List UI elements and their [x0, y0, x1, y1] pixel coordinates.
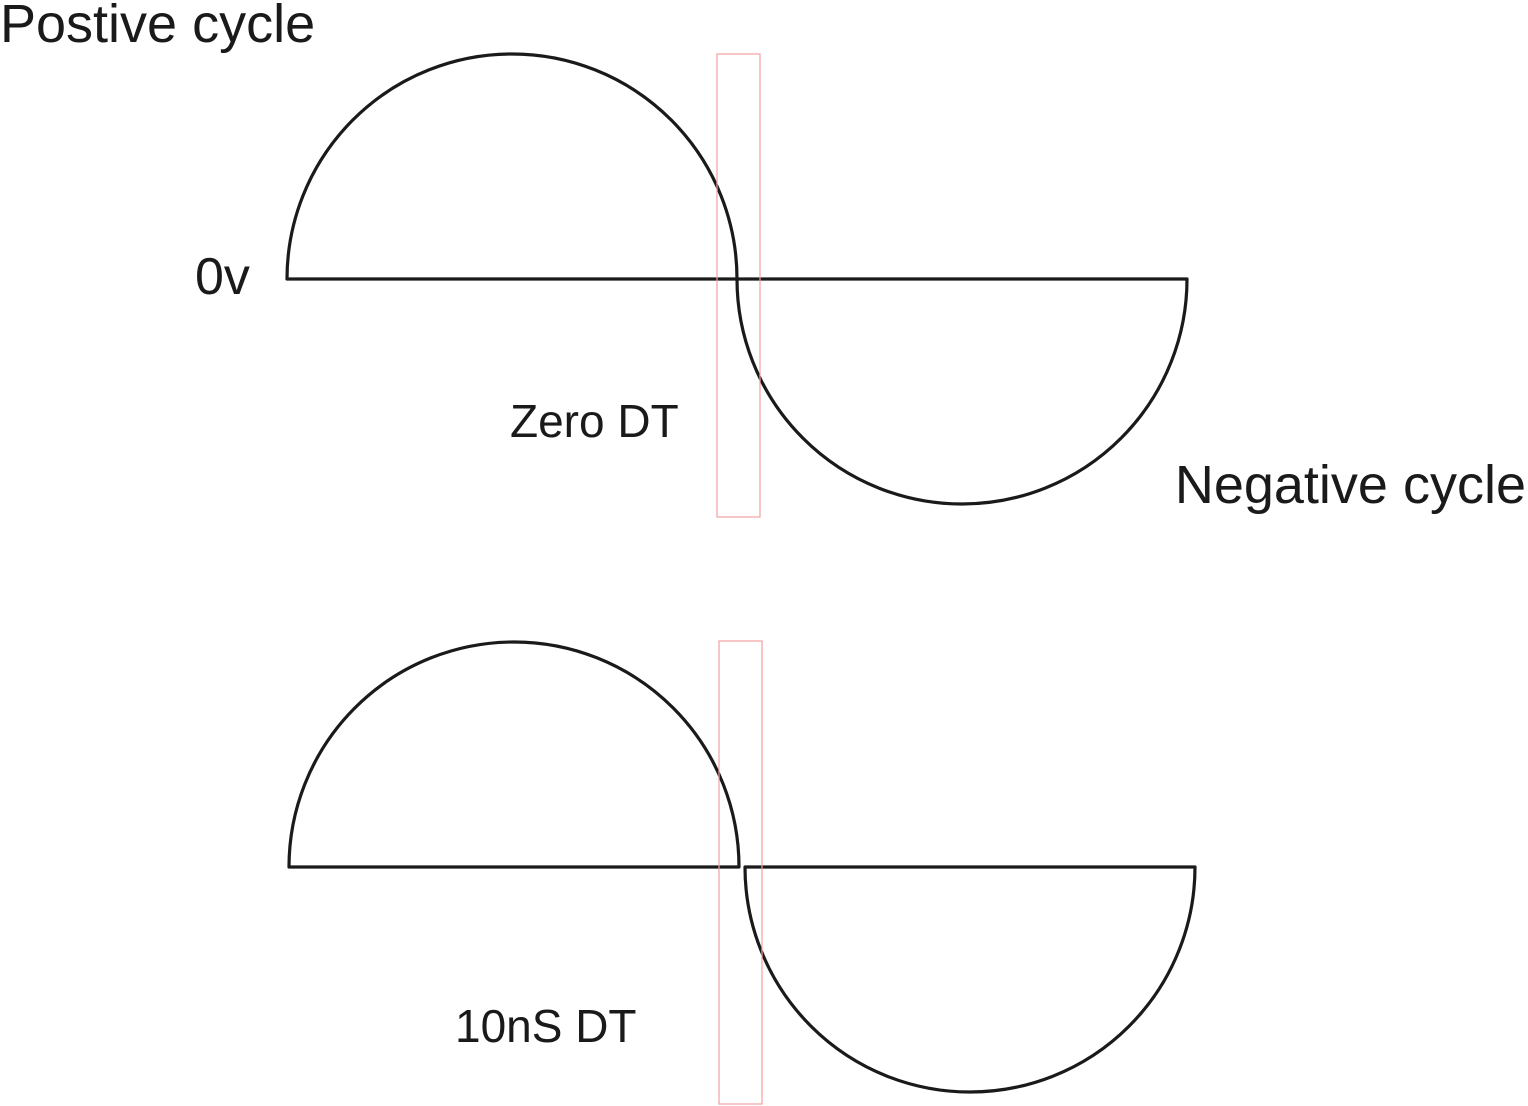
dead-time-window [718, 640, 763, 1105]
waveform-ten-ns-dt: 10nS DT [287, 640, 1197, 1105]
positive-cycle-label: Postive cycle [0, 0, 315, 54]
dead-time-window [716, 53, 761, 518]
waveform-zero-dt: Zero DT [285, 52, 1189, 518]
positive-half-cycle [285, 52, 739, 281]
zero-volt-label: 0v [195, 248, 250, 306]
dead-time-label: 10nS DT [455, 1000, 637, 1052]
positive-half-cycle [287, 640, 741, 869]
negative-half-cycle [735, 277, 1189, 506]
negative-half-cycle [743, 865, 1197, 1094]
dead-time-label: Zero DT [510, 395, 679, 447]
negative-cycle-label: Negative cycle [1175, 455, 1526, 515]
